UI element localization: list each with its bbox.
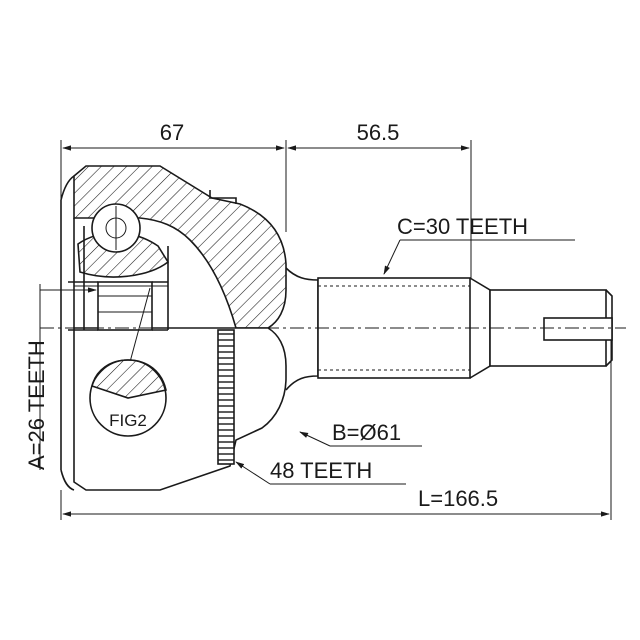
dimension-67: 67 — [60, 120, 287, 232]
dimension-label-67: 67 — [160, 120, 184, 145]
callout-outer-spline: C=30 TEETH — [383, 214, 575, 275]
callout-label-outer-spline: C=30 TEETH — [397, 214, 528, 239]
callout-seal-diameter: B=Ø61 — [299, 420, 422, 447]
dimension-label-total-length: L=166.5 — [418, 486, 498, 511]
callout-inner-spline: A=26 TEETH — [24, 284, 97, 470]
inner-race — [68, 203, 170, 331]
callout-label-inner-spline: A=26 TEETH — [24, 340, 49, 470]
dimension-56-5: 56.5 — [287, 120, 472, 278]
fig2-label: FIG2 — [109, 411, 147, 430]
callout-label-seal-diameter: B=Ø61 — [332, 420, 401, 445]
callout-label-abs-ring: 48 TEETH — [270, 458, 372, 483]
dimension-total-length: L=166.5 — [60, 318, 612, 520]
fig2-detail: FIG2 — [89, 287, 167, 437]
abs-ring-teeth — [218, 333, 234, 461]
callout-abs-ring: 48 TEETH — [235, 458, 406, 485]
output-shaft — [285, 267, 613, 391]
abs-ring — [217, 329, 235, 465]
dimension-label-56-5: 56.5 — [357, 120, 400, 145]
